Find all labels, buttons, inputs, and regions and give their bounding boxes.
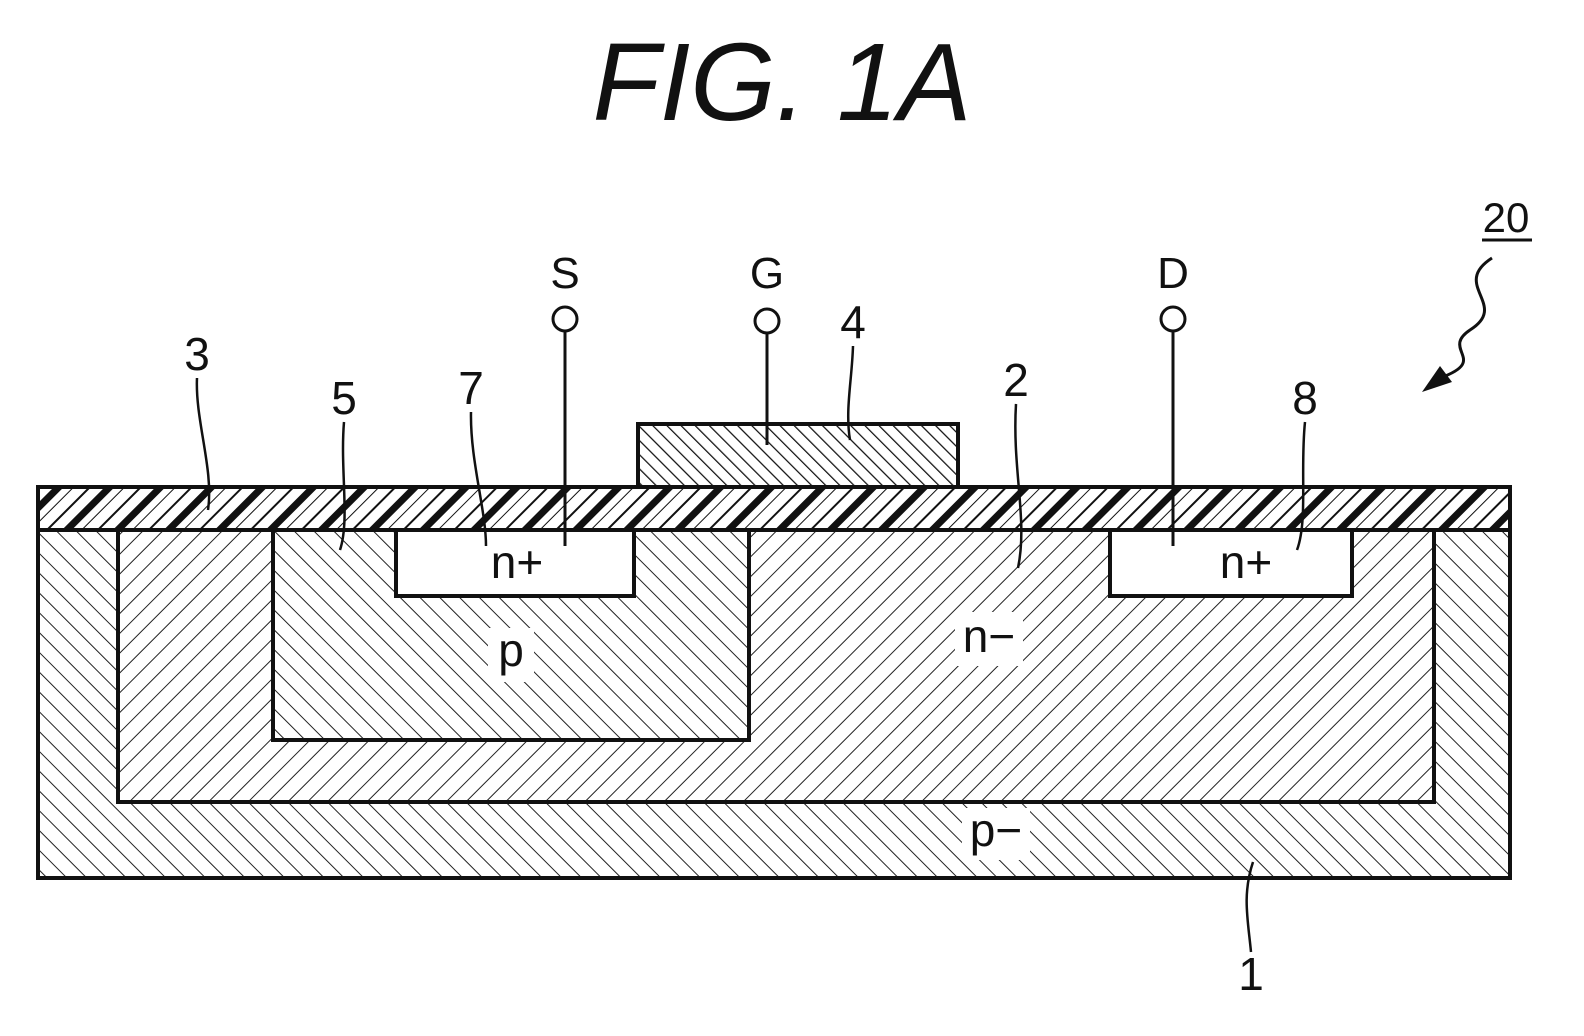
drift-doping-label: n− (963, 610, 1015, 662)
callout-7: 7 (458, 362, 484, 414)
callout-8: 8 (1292, 372, 1318, 424)
source-doping-label: n+ (491, 536, 543, 588)
drain-doping-label: n+ (1220, 536, 1272, 588)
callout-3: 3 (184, 328, 210, 380)
body-doping-label: p (498, 624, 524, 676)
callout-4: 4 (840, 296, 866, 348)
gate-terminal: G (750, 249, 784, 445)
callout-1: 1 (1238, 948, 1264, 1000)
substrate-doping-label: p− (970, 804, 1022, 856)
callout-2: 2 (1003, 354, 1029, 406)
callout-5: 5 (331, 372, 357, 424)
device-reference: 20 (1422, 194, 1532, 392)
gate-terminal-label: G (750, 249, 784, 298)
gate-electrode (638, 424, 958, 487)
source-terminal-label: S (550, 249, 579, 298)
arrowhead-icon (1422, 366, 1452, 392)
device-ref-number: 20 (1483, 194, 1530, 241)
drain-terminal-label: D (1157, 249, 1189, 298)
insulating-film (38, 487, 1510, 530)
figure-title: FIG. 1A (593, 21, 972, 144)
